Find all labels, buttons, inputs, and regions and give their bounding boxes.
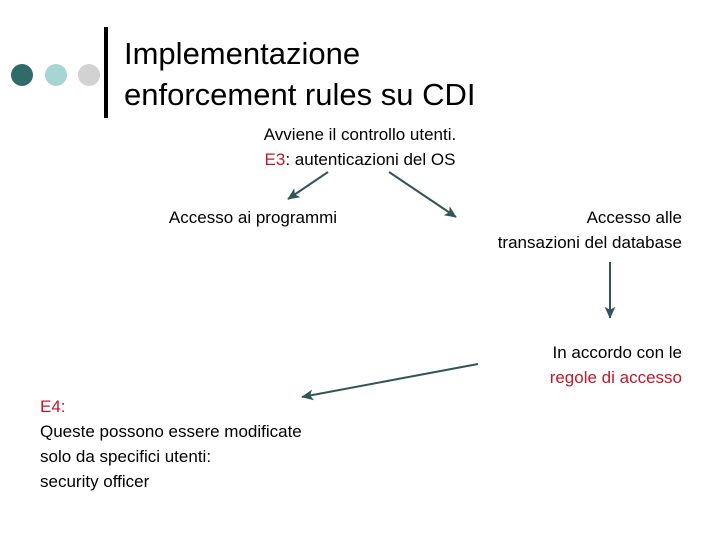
node-e4-block: E4: Queste possono essere modificate solo … [40, 394, 420, 494]
subtitle-label-e3: E3 [264, 150, 286, 169]
node-in-accordo: In accordo con le regole di accesso [400, 340, 682, 390]
subtitle-line-1: Avviene il controllo utenti. [263, 125, 457, 144]
node-accesso-programmi: Accesso ai programmi [108, 205, 398, 230]
decor-dot-light-gray [78, 64, 100, 86]
node-accesso-transazioni: Accesso alle transazioni del database [400, 205, 682, 255]
page-title: Implementazione enforcement rules su CDI [124, 36, 476, 112]
node-accesso-transazioni-line-1: Accesso alle [586, 208, 682, 227]
node-in-accordo-line-2: regole di accesso [549, 368, 682, 387]
subtitle-block: Avviene il controllo utenti. E3: autentic… [110, 122, 610, 172]
node-in-accordo-line-1: In accordo con le [552, 343, 682, 362]
decor-dot-dark-teal [11, 64, 33, 86]
node-accesso-transazioni-line-2: transazioni del database [497, 233, 682, 252]
decor-dot-light-teal [45, 64, 67, 86]
arrow-to-programmi [287, 171, 329, 200]
node-e4-line-1: Queste possono essere modificate [40, 422, 302, 441]
node-accesso-programmi-text: Accesso ai programmi [168, 208, 338, 227]
node-e4-label: E4: [40, 397, 66, 416]
title-divider-rule [104, 27, 108, 118]
subtitle-line-2-rest: : autenticazioni del OS [285, 150, 456, 169]
node-e4-line-3: security officer [40, 472, 150, 491]
node-e4-line-2: solo da specifici utenti: [40, 447, 212, 466]
